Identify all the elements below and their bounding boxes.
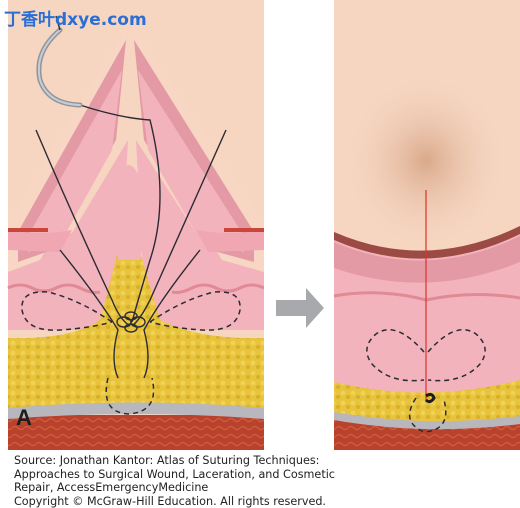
suture-diagram <box>7 0 520 452</box>
right-panel <box>333 0 520 450</box>
suture-loop-right <box>149 291 241 331</box>
right-arrow-icon <box>276 288 324 328</box>
suture-thread <box>79 104 161 323</box>
caption-line-1: Source: Jonathan Kantor: Atlas of Suturi… <box>14 454 320 467</box>
left-panel <box>7 0 265 450</box>
muscle-layer-right <box>334 420 520 450</box>
buried-knot <box>424 392 436 404</box>
caption-line-4: Copyright © McGraw-Hill Education. All r… <box>14 494 326 508</box>
caption-line-3: Repair, AccessEmergencyMedicine <box>14 481 209 495</box>
figure-caption: Source: Jonathan Kantor: Atlas of Suturi… <box>14 454 514 508</box>
needle-icon <box>36 15 83 108</box>
suture-knot <box>116 311 146 333</box>
panel-label: A <box>16 405 32 430</box>
fascia-layer <box>8 402 264 419</box>
suture-loop-bottom <box>105 377 155 415</box>
muscle-layer <box>8 415 264 450</box>
caption-line-2: Approaches to Surgical Wound, Laceration… <box>14 467 335 481</box>
suture-loop-left <box>21 291 113 331</box>
watermark-logo: 丁香叶dxye.com <box>4 10 147 30</box>
